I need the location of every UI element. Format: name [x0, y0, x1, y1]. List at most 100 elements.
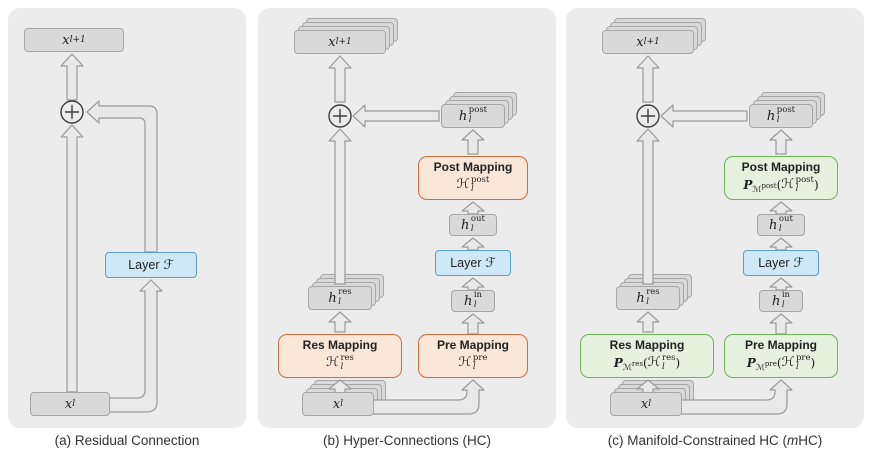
- script-m-symbol: ℳ: [622, 363, 632, 374]
- res-mapping-title: Res Mapping: [302, 338, 378, 353]
- layer-label: Layer: [758, 256, 790, 270]
- input-subscript: l: [340, 398, 344, 409]
- h-in-sub: l: [473, 300, 477, 310]
- input-subscript: l: [648, 398, 652, 409]
- h-post-sub: l: [776, 115, 780, 125]
- formula-sub: l: [471, 184, 474, 195]
- formula-sub: l: [340, 362, 344, 373]
- layer-label: Layer: [450, 256, 482, 270]
- arrow-hin-to-layer: [769, 277, 793, 291]
- h-post-sub: l: [468, 115, 472, 125]
- layer-f-symbol: ℱ: [485, 255, 496, 271]
- arrow-premap-to-hin: [769, 313, 793, 335]
- caption-a: (a) Residual Connection: [54, 433, 200, 448]
- arrow-hout-to-postmap: [461, 201, 485, 215]
- input-subscript: l: [72, 398, 76, 409]
- arrow-layer-to-sum: [86, 100, 158, 253]
- h-post-sup: post: [776, 105, 796, 116]
- formula-sup: res: [340, 352, 354, 363]
- caption-c-post: HC): [798, 433, 823, 448]
- arrow-layer-to-hout: [769, 237, 793, 251]
- output-var: x: [636, 34, 644, 50]
- formula-sup: pre: [795, 352, 811, 363]
- arrow-postmap-to-hpost: [769, 129, 793, 155]
- plus-circle-icon: [60, 100, 84, 124]
- h-out-sup: out: [778, 214, 793, 225]
- arrow-premap-to-hin: [461, 313, 485, 335]
- layer-f-symbol: ℱ: [793, 255, 804, 271]
- output-subscript: l+1: [69, 34, 86, 45]
- arrow-input-to-premap: [363, 379, 485, 415]
- h-in-sub: l: [781, 300, 785, 310]
- input-var: x: [640, 396, 649, 412]
- arrow-sum-to-output: [328, 55, 352, 103]
- script-p-symbol: P: [743, 177, 753, 192]
- formula-sup: post: [471, 174, 490, 185]
- arrow-hpost-to-sum: [660, 104, 748, 128]
- pre-mapping-title: Pre Mapping: [744, 338, 817, 353]
- arrow-postmap-to-hpost: [461, 129, 485, 155]
- script-m-symbol: ℳ: [755, 363, 765, 374]
- script-p-symbol: P: [613, 355, 623, 370]
- output-var: x: [62, 32, 70, 48]
- arrow-sum-to-output: [636, 55, 660, 103]
- h-post-var: h: [766, 108, 776, 124]
- caption-c-m: m: [787, 433, 799, 448]
- open-paren: (: [643, 355, 648, 370]
- arrow-input-to-layer: [103, 279, 163, 413]
- layer-f-symbol: ℱ: [163, 257, 174, 273]
- formula-sup: post: [795, 174, 814, 185]
- open-paren: (: [776, 177, 782, 192]
- h-in-sup: in: [473, 290, 483, 301]
- arrow-hout-to-postmap: [769, 201, 793, 215]
- h-res-var: h: [636, 290, 645, 306]
- close-paren: ): [675, 355, 681, 370]
- output-var: x: [328, 34, 336, 50]
- arrow-hres-to-sum: [636, 128, 660, 285]
- plus-circle-icon: [636, 104, 660, 128]
- script-h-symbol: ℋ: [326, 355, 339, 371]
- h-res-var: h: [328, 290, 337, 306]
- script-m-symbol: ℳ: [752, 185, 762, 196]
- script-h-symbol: ℋ: [647, 355, 661, 371]
- h-in-sup: in: [781, 290, 791, 301]
- h-in-var: h: [463, 293, 473, 309]
- arrow-hres-to-sum: [328, 128, 352, 285]
- plus-circle-icon: [328, 104, 352, 128]
- arrow-hpost-to-sum: [352, 104, 440, 128]
- arrow-hin-to-layer: [461, 277, 485, 291]
- formula-sup: pre: [472, 352, 488, 363]
- arrow-sum-to-output: [60, 53, 84, 101]
- pre-mapping-title: Pre Mapping: [436, 338, 509, 353]
- caption-c: (c) Manifold-Constrained HC (mHC): [566, 433, 864, 448]
